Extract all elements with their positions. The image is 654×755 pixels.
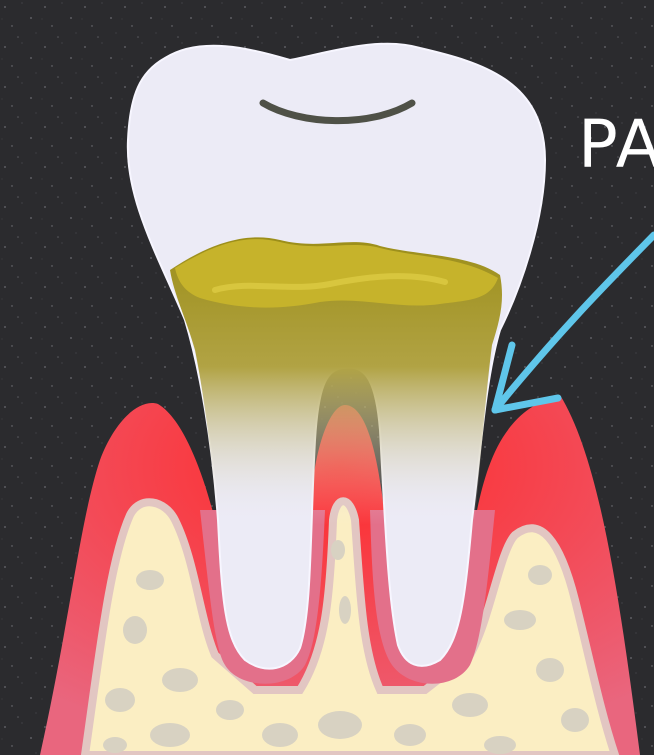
diagram-label: PA [578,112,654,178]
